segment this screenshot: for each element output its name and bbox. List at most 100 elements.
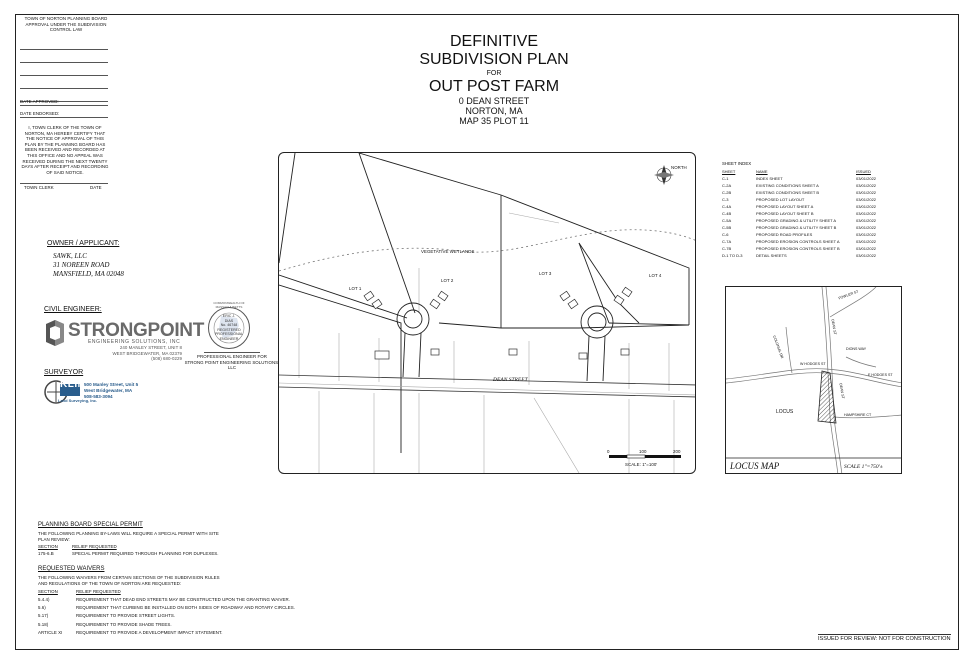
sheet-issued: 03/01/2022 (856, 190, 877, 195)
locus-roads (726, 287, 901, 473)
wetlands-label: VEGETATIVE WETLANDS (421, 249, 475, 254)
town-clerk-label: TOWN CLERK (24, 185, 54, 190)
waiver-section: 5.17) (38, 613, 49, 619)
waiver-row: 5.18)REQUIREMENT TO PROVIDE SHADE TREES. (38, 622, 298, 630)
special-permit-col-relief: RELIEF REQUESTED (72, 544, 117, 549)
date-approved: DATE APPROVED: (20, 99, 108, 106)
locus-map-drawing (726, 287, 901, 473)
date-endorsed: DATE ENDORSED: (20, 111, 108, 118)
owner-street: 31 NOREEN ROAD (53, 261, 110, 269)
dean-street-line-north (279, 374, 695, 386)
waivers-intro: THE FOLLOWING WAIVERS FROM CERTAIN SECTI… (38, 575, 220, 586)
issued-for-review-note: ISSUED FOR REVIEW: NOT FOR CONSTRUCTION (818, 634, 951, 642)
north-arrow-icon (654, 165, 674, 185)
locus-street-dions: DIONS WAY (846, 347, 867, 351)
sheet-issued: 03/01/2022 (856, 239, 877, 244)
drawing-sheet (15, 14, 959, 650)
special-permit-col-section: SECTION (38, 544, 58, 549)
sheet-issued: 03/01/2022 (856, 225, 877, 230)
north-label: NORTH (671, 165, 687, 170)
special-permit-row-relief: SPECIAL PERMIT REQUIRED THROUGH PLANNING… (72, 551, 219, 556)
lot-1-label: LOT 1 (349, 286, 362, 291)
locus-map-frame: FOWLER ST DEAN ST COLONIAL DR W HODGES S… (725, 286, 902, 474)
project-address: 0 DEAN STREET (458, 96, 530, 106)
sheet-issued: 03/01/2022 (856, 246, 877, 251)
sheet-issued: 03/01/2022 (856, 211, 877, 216)
waiver-row: 5.4.4) REQUIREMENT THAT DEAD END STREETS … (38, 597, 298, 605)
date-label: DATE (90, 185, 102, 190)
surveyor-address: 500 Manley Street, Unit 5 West Bridgewat… (84, 382, 139, 400)
sheet-name: PROPOSED LOT LAYOUT (756, 197, 805, 202)
dean-street-label: DEAN STREET (493, 377, 528, 383)
sheet-issued: 03/01/2022 (856, 197, 877, 202)
sheet-issued: 03/01/2022 (856, 218, 877, 223)
sheet-number: C-7A (722, 239, 732, 244)
cul-de-sac-right (580, 305, 614, 382)
waiver-section: 5.4.4) (38, 597, 50, 602)
sheet-name: PROPOSED LAYOUT SHEET B (756, 211, 814, 216)
waivers-col-relief: RELIEF REQUESTED (76, 589, 121, 594)
sheet-number: C-5B (722, 225, 732, 230)
strongpoint-logo-text: STRONGPOINT (68, 320, 205, 341)
sheet-issued: 03/01/2022 (856, 253, 877, 258)
lot-3-label: LOT 3 (539, 271, 552, 276)
sheet-name: EXISTING CONDITIONS SHEET B (756, 190, 820, 195)
locus-street-hampshire: HAMPSHIRE CT (844, 413, 872, 417)
title-block: DEFINITIVE SUBDIVISION PLAN FOR OUT POST… (380, 33, 608, 126)
sheet-number: C-4B (722, 211, 732, 216)
site-plan-frame: LOT 1 LOT 2 LOT 3 LOT 4 VEGETATIVE WETLA… (278, 152, 696, 474)
locus-parcel (817, 370, 837, 424)
waiver-relief: REQUIREMENT TO PROVIDE SHADE TREES. (76, 621, 172, 627)
title-for: FOR (486, 70, 502, 77)
sheet-number: C-2A (722, 183, 732, 188)
sheet-number: C-7B (722, 246, 732, 251)
locus-label: LOCUS (776, 409, 794, 415)
sheet-number: C-5A (722, 218, 732, 223)
scale-label: SCALE: 1"=100' (625, 462, 658, 467)
pe-signature-line (204, 352, 260, 353)
sheet-name: PROPOSED LAYOUT SHEET A (756, 204, 814, 209)
signature-lines (20, 37, 108, 102)
sheet-issued: 03/01/2022 (856, 232, 877, 237)
parcel-lines (279, 212, 695, 473)
surveyor-heading: SURVEYOR (44, 369, 84, 376)
sheet-number: C-6 (722, 232, 729, 237)
title-line-2: SUBDIVISION PLAN (419, 51, 569, 68)
strongpoint-logo-sub: ENGINEERING SOLUTIONS, INC (88, 339, 181, 345)
waiver-relief: REQUIREMENT THAT DEAD END STREETS MAY BE… (76, 597, 290, 602)
owner-city: MANSFIELD, MA 02048 (53, 270, 124, 278)
owner-info: SAWK, LLC 31 NOREEN ROAD MANSFIELD, MA 0… (53, 252, 124, 279)
waivers-rows: 5.4.4) REQUIREMENT THAT DEAD END STREETS … (38, 597, 298, 638)
owner-name: SAWK, LLC (53, 252, 87, 260)
sheet-index-row: C-4B PROPOSED LAYOUT SHEET B 03/01/2022 (720, 210, 878, 217)
approval-header-1: TOWN OF NORTON PLANNING BOARD (24, 16, 108, 21)
sheet-name: EXISTING CONDITIONS SHEET A (756, 183, 819, 188)
klim-logo-sub: Land Surveying, Inc. (58, 398, 98, 403)
waivers-heading: REQUESTED WAIVERS (38, 566, 105, 572)
approval-header-2: APPROVAL UNDER THE SUBDIVISION (25, 21, 107, 27)
approval-block: TOWN OF NORTON PLANNING BOARD APPROVAL U… (20, 16, 112, 33)
waiver-row: 5.6) REQUIREMENT THAT CURBING BE INSTALLE… (38, 605, 298, 613)
locus-scale: SCALE 1"=750'± (844, 464, 883, 470)
scale-tick-200: 200 (673, 449, 681, 454)
sheet-issued: 03/01/2022 (856, 176, 877, 181)
lot-4-label: LOT 4 (649, 273, 662, 278)
clerk-signature-line (20, 183, 108, 184)
sheet-number: D-1 TO D-3 (722, 253, 743, 258)
scale-tick-0: 0 (607, 449, 610, 454)
project-name: OUT POST FARM (428, 78, 560, 95)
civil-heading: CIVIL ENGINEER: (44, 306, 102, 313)
proposed-buildings (363, 286, 633, 360)
waiver-relief: REQUIREMENT THAT CURBING BE INSTALLED ON… (76, 605, 296, 611)
sheet-number: C-2B (722, 190, 732, 195)
sheet-name: INDEX SHEET (756, 176, 783, 181)
waiver-section: 5.6) (38, 605, 46, 611)
header-issued: ISSUED (856, 169, 871, 174)
